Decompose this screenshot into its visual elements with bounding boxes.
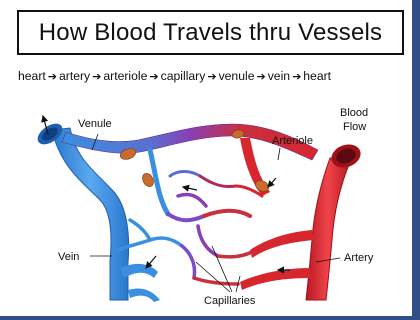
capillary-network [118, 150, 262, 284]
label-capillaries: Capillaries [204, 295, 256, 307]
arrow-left-icon [183, 187, 197, 190]
label-artery: Artery [344, 252, 374, 264]
arrow-down-icon [146, 256, 156, 268]
label-venule: Venule [78, 118, 112, 130]
label-vein: Vein [58, 251, 79, 263]
artery-vessel [240, 138, 364, 300]
label-arteriole: Arteriole [272, 135, 313, 147]
arrow-left-icon [268, 178, 276, 187]
label-blood-flow-line1: Blood [340, 107, 368, 119]
label-blood-flow-line2: Flow [343, 121, 366, 133]
vessel-diagram: Venule Arteriole Blood Flow Vein Artery … [0, 0, 412, 316]
